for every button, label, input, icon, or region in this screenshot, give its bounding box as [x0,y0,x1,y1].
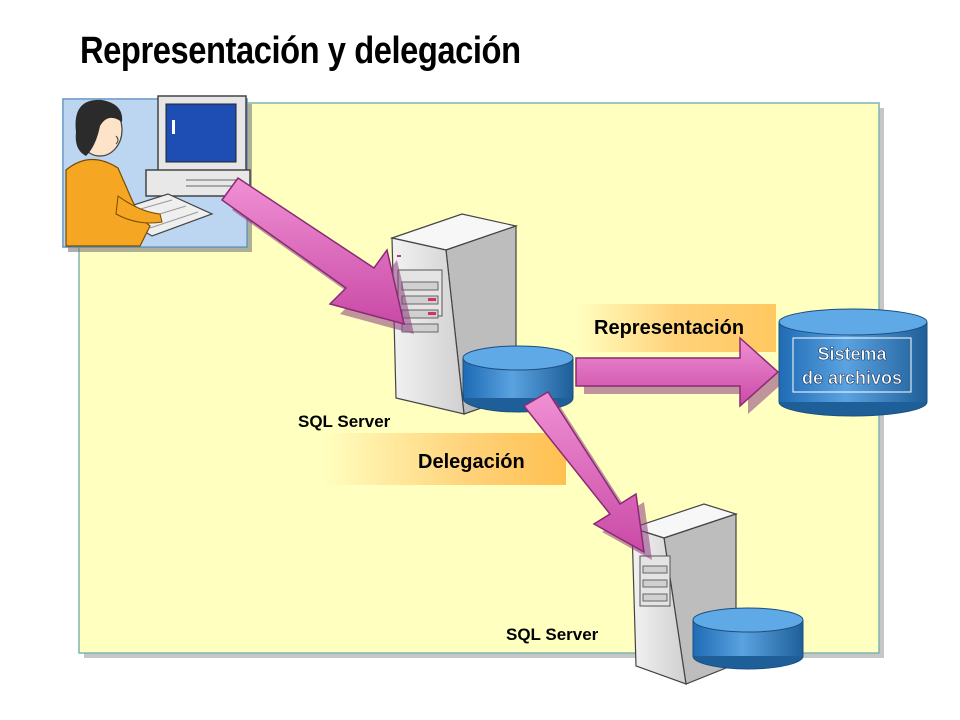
arrow-client-to-server [220,176,414,334]
server-top-label: SQL Server [298,412,391,431]
arrow-representation [575,336,786,414]
filesystem-cylinder [778,308,928,417]
filesystem-label-line1: Sistema [817,344,887,364]
page-title: Representación y delegación [80,30,521,72]
delegation-band [322,433,566,485]
delegation-label: Delegación [418,451,525,473]
server-bottom-label: SQL Server [506,625,599,644]
server-tower-bottom [630,503,738,685]
representation-label: Representación [594,317,744,339]
arrow-delegation [522,390,652,560]
user-workstation-illustration [62,95,252,252]
filesystem-label-line2: de archivos [802,368,902,388]
database-cylinder-bottom [692,607,804,670]
